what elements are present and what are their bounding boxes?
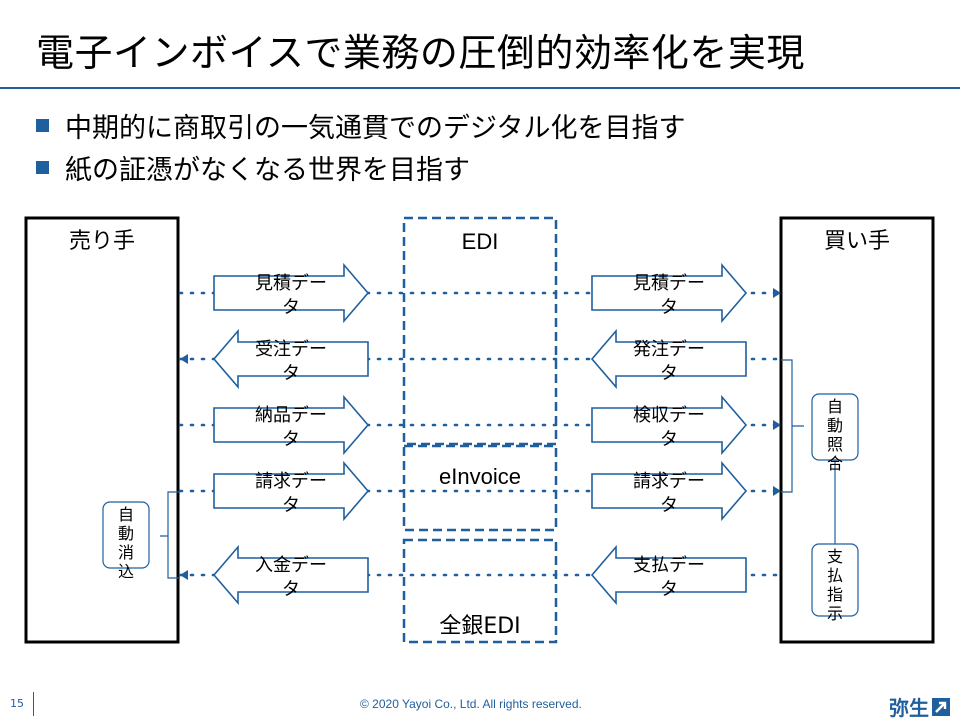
connector-arrowhead [773,420,781,430]
buyer-box [779,216,935,644]
logo-text: 弥生 [889,696,929,720]
connector-arrowhead [180,354,188,364]
data-arrow-label: 入金データ [255,555,327,600]
data-arrow-label: 受注データ [255,339,327,384]
footer-separator [33,692,34,716]
seller-auto-bracket [160,491,180,579]
copyright: © 2020 Yayoi Co., Ltd. All rights reserv… [360,697,582,711]
slide-title: 電子インボイスで業務の圧倒的効率化を実現 [36,31,805,75]
edi-box [402,216,558,446]
data-arrow-label: 請求データ [633,471,705,516]
data-arrow-seller [213,394,370,456]
bullet-text: 紙の証憑がなくなる世界を目指す [65,155,470,186]
bullet-item: 中期的に商取引の一気通貫でのデジタル化を目指す [36,106,685,145]
data-arrow-buyer [591,394,748,456]
connector-arrowhead [773,486,781,496]
buyer-auto-match-label: 自動照合 [827,397,843,473]
data-arrow-buyer [591,460,748,522]
bullet-square-icon [36,161,49,174]
seller-auto-label: 自動消込 [118,505,134,581]
einvoice-label: eInvoice [439,464,521,489]
buyer-payment-label: 支払指示 [827,547,843,623]
buyer-auto-bracket [781,359,804,493]
page-number: 15 [10,697,24,710]
data-arrow-buyer [590,328,747,390]
einvoice-box [402,444,558,532]
data-arrow-seller [212,544,369,606]
buyer-payment-box [811,543,859,617]
zengin-edi-box [402,538,558,644]
bullet-item: 紙の証憑がなくなる世界を目指す [36,148,470,187]
data-arrow-label: 検収データ [633,405,705,450]
data-arrow-label: 納品データ [255,405,327,450]
title-rule [0,87,960,89]
data-arrow-label: 請求データ [255,471,327,516]
data-arrow-label: 見積データ [255,273,327,318]
data-arrow-seller [213,460,370,522]
data-arrow-label: 見積データ [633,273,705,318]
data-arrow-seller [212,328,369,390]
bullet-square-icon [36,119,49,132]
seller-auto-box [102,501,150,569]
yayoi-logo: 弥生 [889,692,950,721]
bullet-text: 中期的に商取引の一気通貫でのデジタル化を目指す [65,113,686,144]
data-arrow-label: 支払データ [633,555,705,600]
seller-box [24,216,180,644]
data-arrow-label: 発注データ [633,339,705,384]
data-arrow-buyer [591,262,748,324]
logo-arrow-icon [932,697,950,716]
data-arrow-buyer [590,544,747,606]
zengin-edi-label: 全銀EDI [439,614,520,639]
buyer-label: 買い手 [824,229,890,254]
seller-label: 売り手 [69,229,135,254]
connector-arrowhead [773,288,781,298]
edi-label: EDI [462,229,499,254]
data-arrow-seller [213,262,370,324]
connector-arrowhead [180,570,188,580]
